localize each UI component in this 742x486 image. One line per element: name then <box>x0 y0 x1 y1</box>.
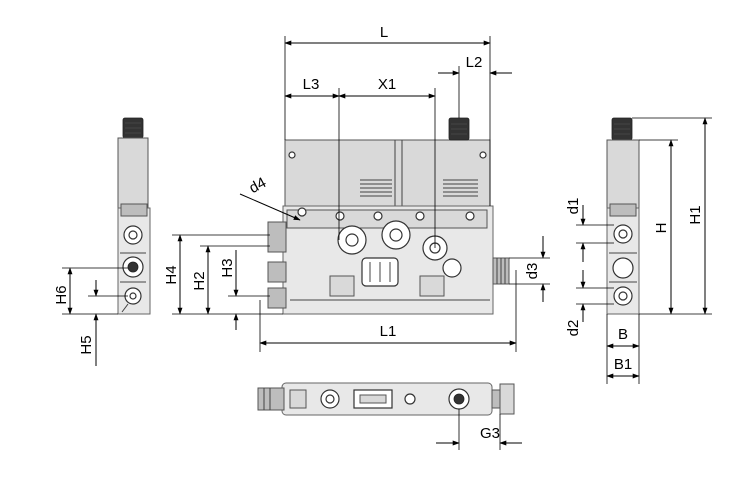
dimension-d3: d3 <box>509 236 550 302</box>
label-h3: H3 <box>219 258 236 277</box>
dimension-h3: H3 <box>219 250 270 330</box>
label-d4: d4 <box>246 174 269 197</box>
label-d3: d3 <box>524 263 541 280</box>
label-b: B <box>618 326 628 343</box>
label-d1: d1 <box>565 198 582 215</box>
label-l2: L2 <box>466 54 483 71</box>
dimension-x1: X1 <box>338 76 436 248</box>
front-view <box>267 117 510 315</box>
label-b1: B1 <box>614 356 632 373</box>
dimension-d4: d4 <box>239 174 301 221</box>
dimension-h: H <box>639 139 712 315</box>
vent-slots-right <box>443 179 478 197</box>
dimension-l: L <box>284 24 491 206</box>
dimension-h6: H6 <box>53 267 128 315</box>
label-l: L <box>380 24 388 41</box>
vent-slots-left <box>360 179 392 197</box>
label-h1: H1 <box>687 205 704 224</box>
dimension-b: B <box>606 314 640 384</box>
dimension-d2: d2 <box>565 270 614 336</box>
dimension-b1: B1 <box>606 356 640 379</box>
label-h2: H2 <box>191 271 208 290</box>
dimension-h2: H2 <box>191 245 270 315</box>
dimension-g3: G3 <box>436 409 522 450</box>
left-side-view <box>117 117 151 315</box>
dimension-h5: H5 <box>62 280 128 366</box>
label-d2: d2 <box>565 320 582 337</box>
label-h: H <box>653 223 670 234</box>
dimension-h1: H1 <box>632 117 712 315</box>
dimension-h4: H4 <box>163 234 283 315</box>
label-x1: X1 <box>378 76 396 93</box>
label-h5: H5 <box>78 335 95 354</box>
label-l3: L3 <box>303 76 320 93</box>
dimension-l3: L3 <box>284 76 340 240</box>
dimension-l2: L2 <box>438 54 512 118</box>
bottom-view <box>257 382 515 416</box>
label-l1: L1 <box>380 323 397 340</box>
right-side-view <box>606 117 640 315</box>
label-g3: G3 <box>480 425 500 442</box>
label-h4: H4 <box>163 265 180 284</box>
label-h6: H6 <box>53 285 70 304</box>
dimension-d1: d1 <box>565 198 614 262</box>
